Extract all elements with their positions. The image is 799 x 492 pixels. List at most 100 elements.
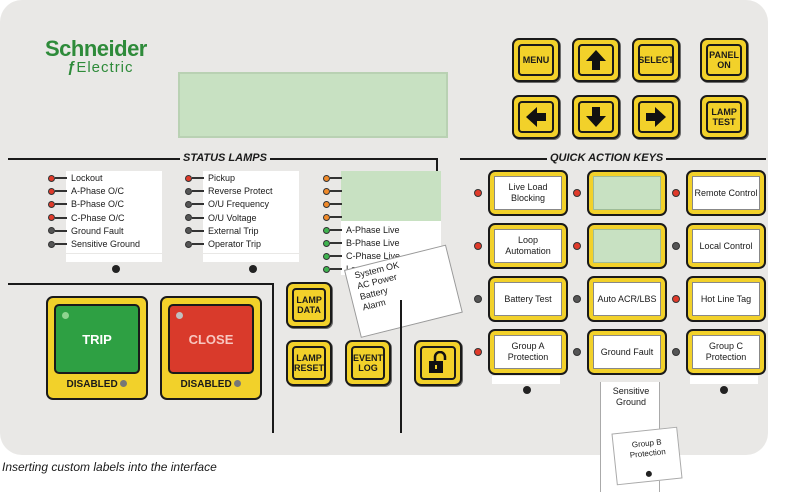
screw-icon (112, 265, 120, 273)
led-stem (330, 203, 342, 205)
status-lamp-label: A-Phase O/C (71, 186, 125, 197)
quick-key-col3-3[interactable]: Group C Protection (686, 329, 766, 375)
unlock-icon (429, 351, 447, 373)
menu-button[interactable]: MENU (512, 38, 560, 82)
status-led-icon (185, 227, 192, 235)
screw-icon (249, 265, 257, 273)
quick-key-col3-0[interactable]: Remote Control (686, 170, 766, 216)
lock-button[interactable] (414, 340, 462, 386)
right-button[interactable] (632, 95, 680, 139)
status-lamp-row (323, 211, 346, 223)
quick-key-label: Live Load Blocking (494, 176, 562, 210)
led-stem (192, 243, 204, 245)
close-face: CLOSE (168, 304, 254, 374)
status-led-icon (48, 174, 55, 182)
quick-key-col2-3[interactable]: Ground Fault (587, 329, 667, 375)
quick-key-col2-1[interactable] (587, 223, 667, 269)
led-stem (192, 177, 204, 179)
event-log-label: EVENT LOG (351, 346, 385, 380)
screw-icon (523, 386, 531, 394)
up-button[interactable] (572, 38, 620, 82)
status-lamp-label: C-Phase O/C (71, 212, 125, 223)
quick-key-col3-2[interactable]: Hot Line Tag (686, 276, 766, 322)
status-lamp-label: Reverse Protect (208, 186, 273, 197)
quick-key-led-icon (474, 189, 482, 197)
status-lamp-label: C-Phase Live (346, 251, 401, 261)
lamp-test-button[interactable]: LAMP TEST (700, 95, 748, 139)
quick-key-led-icon (573, 189, 581, 197)
quick-key-col1-0[interactable]: Live Load Blocking (488, 170, 568, 216)
status-lamp-row: Operator Trip (185, 238, 261, 250)
trip-face: TRIP (54, 304, 140, 374)
schneider-logo: Schneider ƒElectric (45, 38, 147, 76)
event-log-button[interactable]: EVENT LOG (345, 340, 391, 386)
quick-key-col2-2[interactable]: Auto ACR/LBS (587, 276, 667, 322)
status-lamp-label: O/U Voltage (208, 212, 257, 223)
status-lamp-row (323, 172, 346, 184)
close-button[interactable]: CLOSE DISABLED (160, 296, 262, 400)
panel-on-button[interactable]: PANEL ON (700, 38, 748, 82)
status-led-icon (185, 200, 192, 208)
led-stem (330, 242, 342, 244)
lamp-data-button[interactable]: LAMP DATA (286, 282, 332, 328)
arrow-left-icon (526, 107, 546, 127)
select-button[interactable]: SELECT (632, 38, 680, 82)
quick-key-led-icon (672, 189, 680, 197)
trip-button[interactable]: TRIP DISABLED (46, 296, 148, 400)
down-button[interactable] (572, 95, 620, 139)
led-stem (55, 243, 67, 245)
status-lamp-row: Ground Fault (48, 225, 124, 237)
led-stem (330, 216, 342, 218)
lamp-reset-button[interactable]: LAMP RESET (286, 340, 332, 386)
quick-key-led-icon (474, 295, 482, 303)
status-lamp-row: A-Phase O/C (48, 185, 124, 197)
status-led-icon (48, 214, 55, 222)
led-stem (192, 203, 204, 206)
quick-key-label: Group A Protection (494, 335, 562, 369)
status-led-icon (323, 200, 330, 208)
status-lamp-label: A-Phase Live (346, 225, 400, 235)
quick-key-col1-1[interactable]: Loop Automation (488, 223, 568, 269)
status-lamp-row: Pickup (185, 172, 235, 184)
status-led-icon (185, 214, 192, 222)
trip-led (62, 312, 69, 319)
quick-insert-label-tail: Group B Protection (611, 426, 683, 486)
main-display (178, 72, 448, 138)
status-led-icon (185, 240, 192, 248)
quick-key-label: Hot Line Tag (692, 282, 760, 316)
quick-key-led-icon (672, 348, 680, 356)
status-lamp-label: Operator Trip (208, 239, 262, 249)
arrow-down-icon (586, 107, 606, 127)
select-label: SELECT (638, 44, 674, 76)
status-led-icon (323, 226, 330, 234)
quick-key-label: Local Control (692, 229, 760, 263)
status-lamp-label: External Trip (208, 225, 259, 236)
status-lamps-title: STATUS LAMPS (180, 152, 270, 164)
quick-key-led-icon (573, 242, 581, 250)
quick-key-col1-2[interactable]: Battery Test (488, 276, 568, 322)
status-led-icon (185, 187, 192, 195)
lamp-reset-label: LAMP RESET (292, 346, 326, 380)
quick-key-col3-1[interactable]: Local Control (686, 223, 766, 269)
status-led-icon (323, 252, 330, 260)
brand-sub: ƒElectric (67, 59, 134, 76)
quick-key-col2-0[interactable] (587, 170, 667, 216)
status-lamp-label: Ground Fault (71, 225, 124, 236)
left-button[interactable] (512, 95, 560, 139)
led-stem (330, 268, 342, 270)
quick-key-led-icon (672, 295, 680, 303)
lamp-data-label: LAMP DATA (292, 288, 326, 322)
status-lamp-panel-1 (66, 171, 162, 253)
status-led-icon (323, 213, 330, 221)
led-stem (192, 190, 204, 193)
quick-key-led-icon (474, 348, 482, 356)
quick-key-label: Battery Test (494, 282, 562, 316)
close-state: DISABLED (168, 379, 254, 390)
close-label: CLOSE (188, 331, 234, 347)
status-lamp-row: C-Phase Live (323, 250, 400, 262)
quick-key-col1-3[interactable]: Group A Protection (488, 329, 568, 375)
status-lamp-row (323, 185, 346, 197)
insert-line: Sensitive Ground (612, 386, 650, 407)
status-lamp-row: Lockout (48, 172, 103, 184)
